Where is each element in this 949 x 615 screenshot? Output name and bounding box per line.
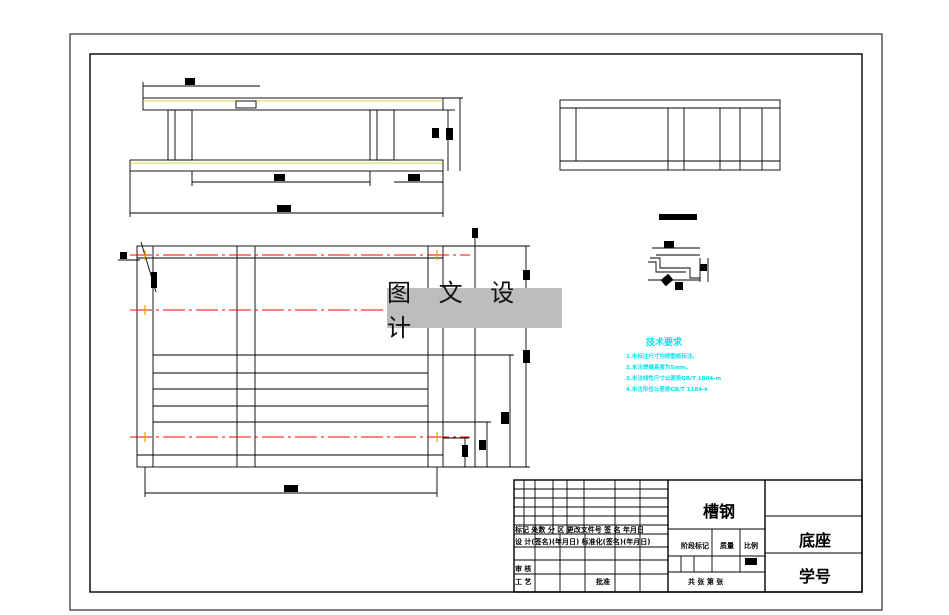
- approve-label: 批准: [596, 578, 610, 586]
- front-view-dim-labels: [185, 78, 453, 212]
- title-block-mark: [745, 558, 757, 565]
- section-detail-labels: [659, 214, 707, 290]
- watermark: 图 文 设 计: [387, 279, 562, 342]
- front-view: [129, 82, 463, 217]
- note-line-2: 2.未注焊缝高度为5mm。: [626, 365, 692, 371]
- sheets-label: 共 张 第 张: [688, 578, 724, 586]
- outer-border: [69, 33, 883, 611]
- plan-view: [118, 230, 530, 497]
- weight-label: 质量: [720, 542, 734, 550]
- inner-border: [89, 53, 863, 593]
- student-id-label: 学号: [799, 567, 832, 586]
- tb-row-labels-3: 审 核: [515, 565, 532, 573]
- scale-label: 比例: [744, 542, 758, 550]
- note-line-4: 4.未注形位公差按GB/T 1184-k: [626, 387, 709, 393]
- tb-row-labels-1: 标记 处数 分 区 更改文件号 签 名 年月日: [515, 526, 645, 534]
- note-line-3: 3.未注线性尺寸公差按GB/T 1804-m: [626, 376, 722, 382]
- part-name: 槽钢: [703, 502, 736, 521]
- tb-row-labels-4: 工 艺: [515, 578, 532, 586]
- side-view: [559, 99, 781, 171]
- note-line-1: 1.未标注尺寸均按图纸标注。: [626, 354, 698, 360]
- technical-requirements: 技术要求 1.未标注尺寸均按图纸标注。 2.未注焊缝高度为5mm。 3.未注线性…: [626, 335, 721, 396]
- notes-title: 技术要求: [646, 338, 683, 348]
- tb-row-labels-2: 设 计(签名)(年月日) 标准化(签名)(年月日): [515, 538, 651, 546]
- section-detail: [648, 247, 709, 282]
- title-block: [513, 479, 863, 593]
- plan-view-dim-labels: [120, 228, 530, 492]
- drawing-name: 底座: [799, 531, 832, 550]
- stage-label: 阶段标记: [681, 542, 709, 550]
